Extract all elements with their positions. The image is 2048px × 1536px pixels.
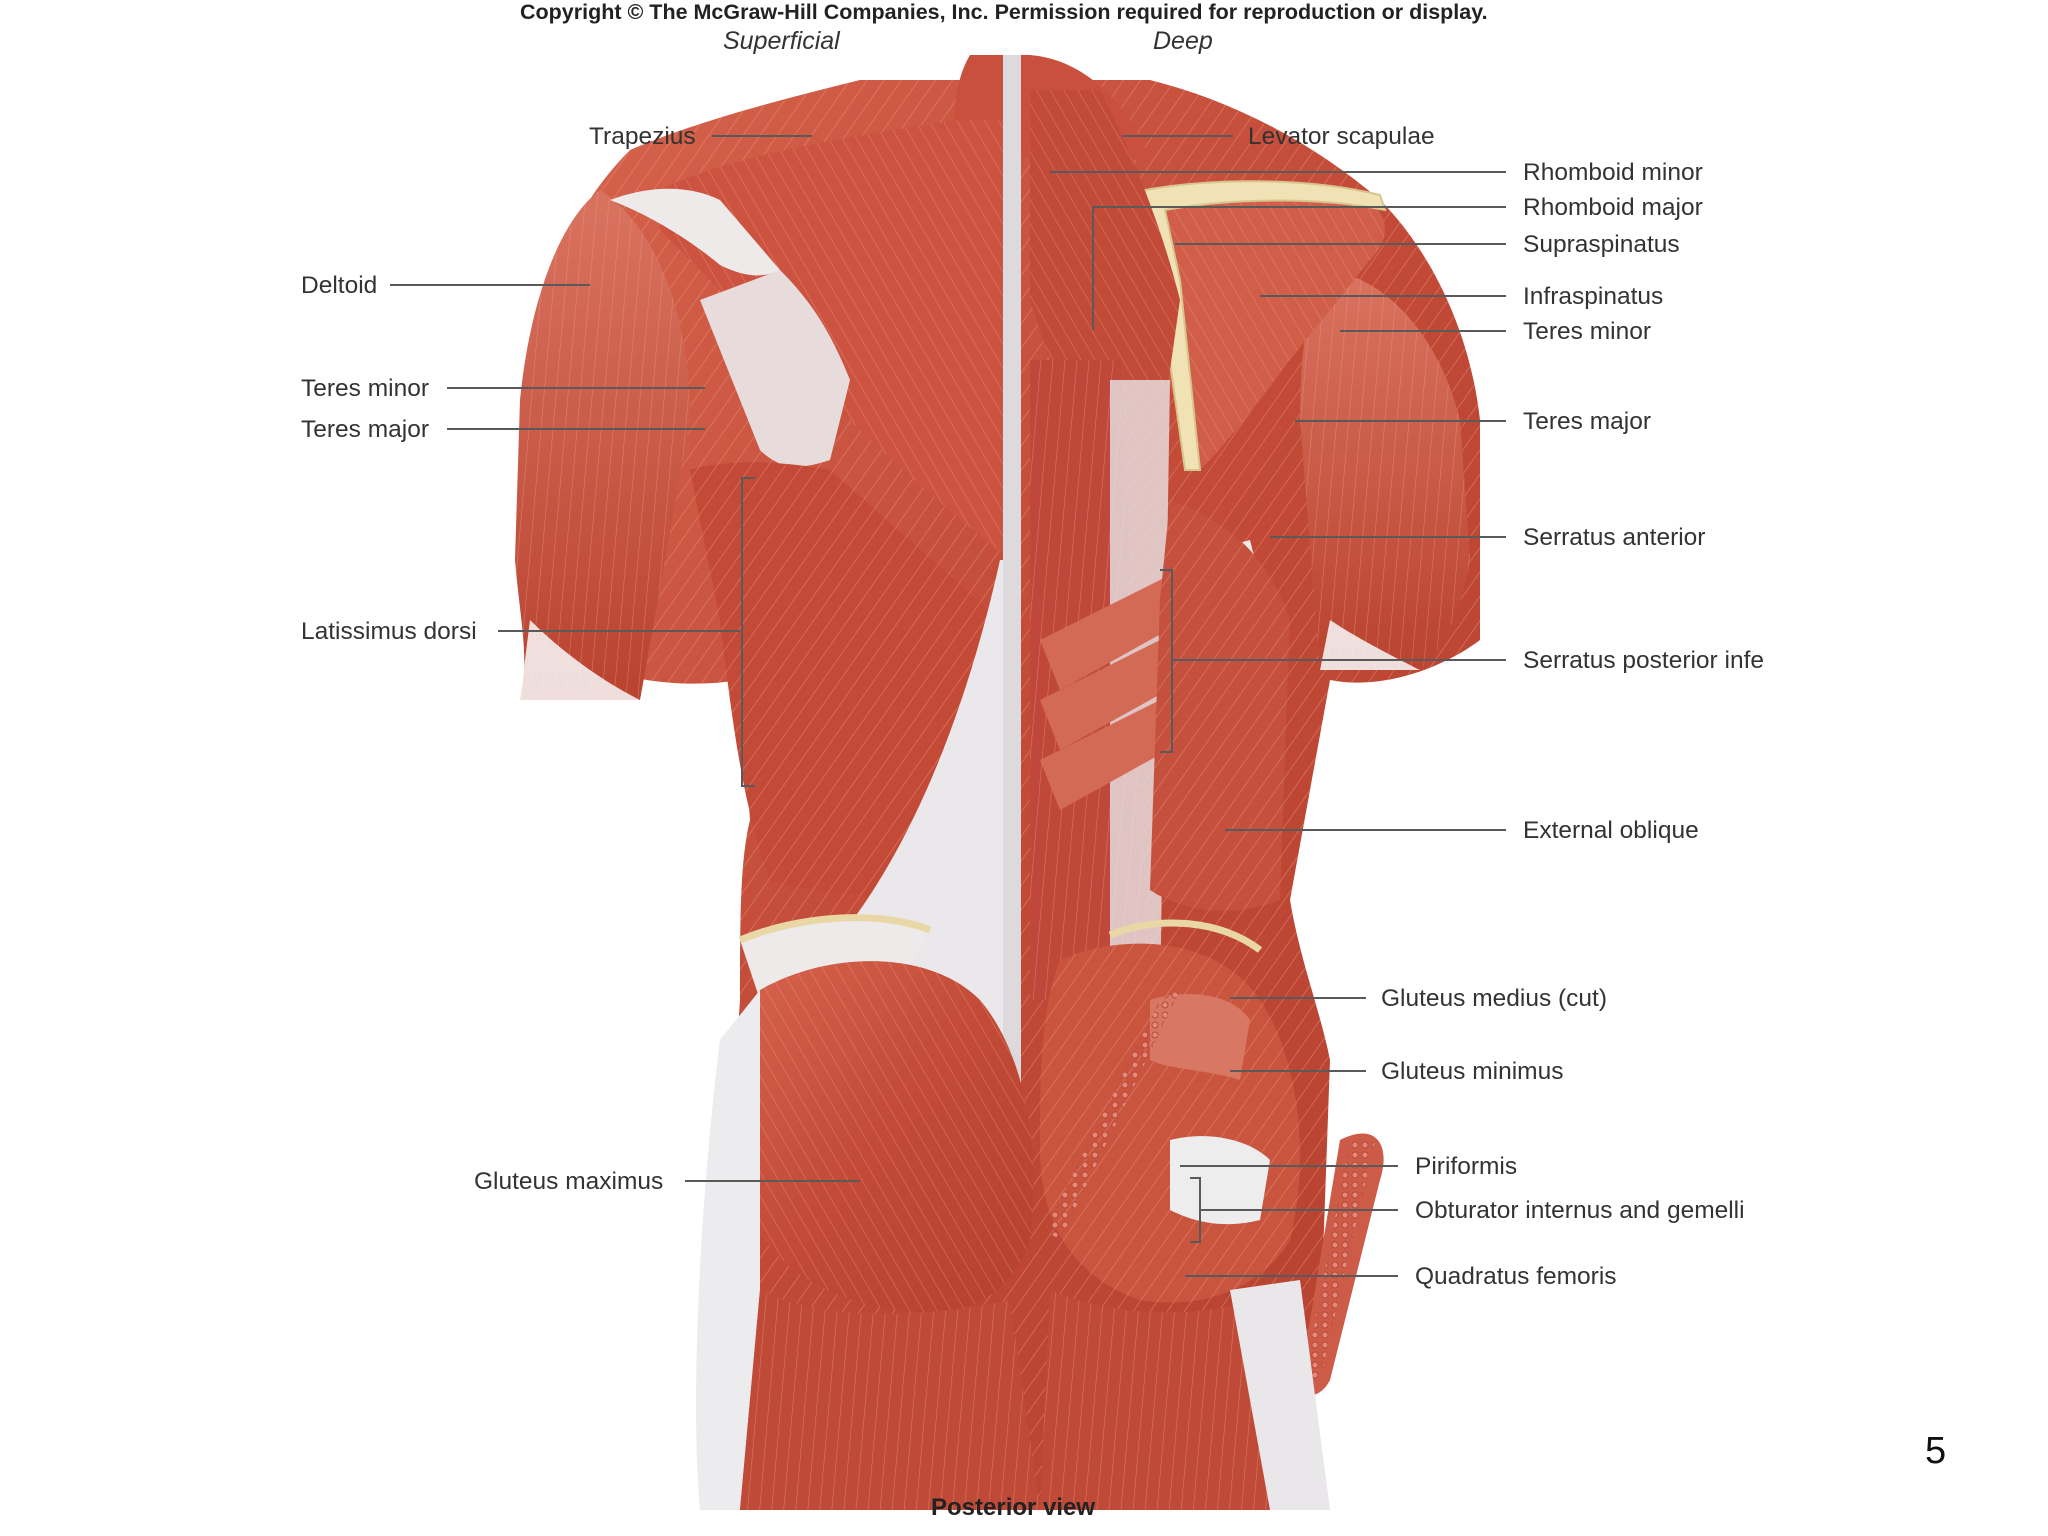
label-levator-scapulae: Levator scapulae <box>1248 123 1435 150</box>
label-trapezius: Trapezius <box>589 123 696 150</box>
deep-heading: Deep <box>1153 27 1213 55</box>
label-deltoid: Deltoid <box>301 272 378 299</box>
label-infraspinatus: Infraspinatus <box>1523 283 1664 310</box>
page-number: 5 <box>1925 1430 1947 1472</box>
label-external-oblique: External oblique <box>1523 817 1699 844</box>
label-teres-major-superficial: Teres major <box>301 416 429 443</box>
label-gluteus-medius-cut: Gluteus medius (cut) <box>1381 985 1608 1012</box>
label-teres-minor-superficial: Teres minor <box>301 375 429 402</box>
label-teres-minor-deep: Teres minor <box>1523 318 1651 345</box>
label-rhomboid-minor: Rhomboid minor <box>1523 159 1703 186</box>
left-arm <box>515 190 690 700</box>
label-gluteus-minimus: Gluteus minimus <box>1381 1058 1564 1085</box>
label-supraspinatus: Supraspinatus <box>1523 231 1680 258</box>
scapula-tendon-left <box>610 188 780 276</box>
leader-lines <box>390 135 1506 1277</box>
label-quadratus-femoris: Quadratus femoris <box>1415 1263 1617 1290</box>
right-arm <box>1300 270 1470 670</box>
label-latissimus-dorsi: Latissimus dorsi <box>301 618 477 645</box>
label-gluteus-maximus: Gluteus maximus <box>474 1168 664 1195</box>
label-obturator-internus-gemelli: Obturator internus and gemelli <box>1415 1197 1745 1224</box>
figure-caption: Posterior view <box>931 1494 1096 1521</box>
label-serratus-posterior-inferior: Serratus posterior infe <box>1523 647 1765 674</box>
label-serratus-anterior: Serratus anterior <box>1523 524 1706 551</box>
superficial-heading: Superficial <box>723 27 840 55</box>
label-teres-major-deep: Teres major <box>1523 408 1651 435</box>
label-piriformis: Piriformis <box>1415 1153 1518 1180</box>
copyright-notice: Copyright © The McGraw-Hill Companies, I… <box>520 0 1488 24</box>
spine-line <box>1003 55 1021 1155</box>
label-rhomboid-major: Rhomboid major <box>1523 194 1703 221</box>
